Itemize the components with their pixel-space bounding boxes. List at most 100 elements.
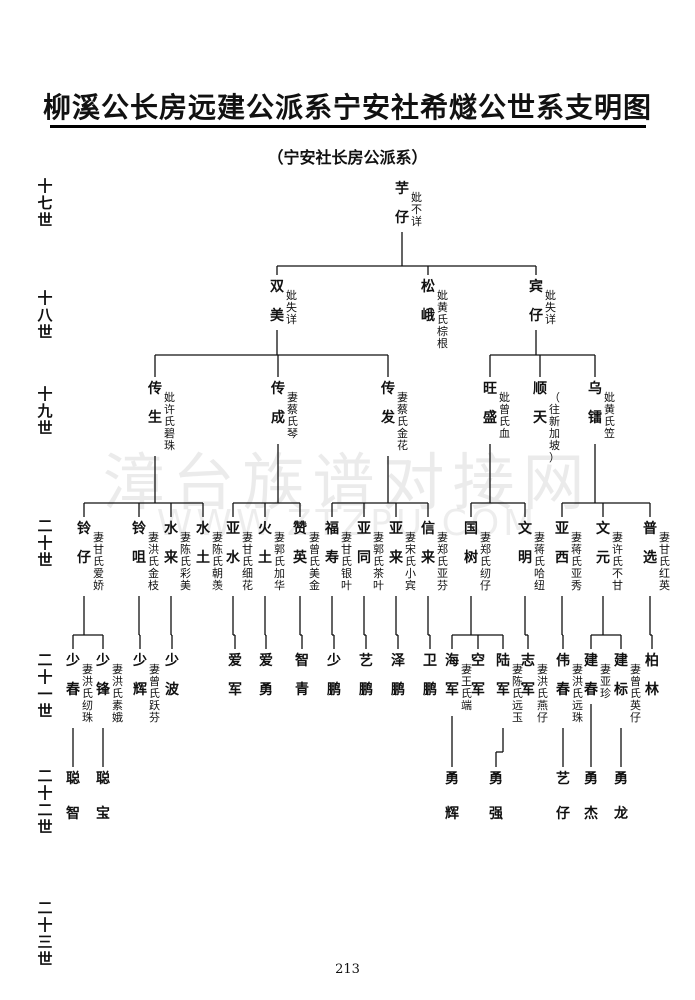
person-name-char: 标 [614,682,628,698]
spouse-label: 妻宋氏小宾 [405,531,416,592]
person-node: 水来 [162,520,180,568]
person-node: 乌镭 [586,380,604,428]
person-name-char: 军 [228,682,242,698]
person-name-char: 艺 [359,653,373,669]
person-node: 亚水 [224,520,242,568]
spouse-label: 妣许氏碧珠 [164,391,175,452]
person-name-char: 建 [584,653,598,669]
person-name-char: 柏 [645,653,659,669]
person-name-char: 海 [445,653,459,669]
spouse-label: 妻蔡氏金花 [397,391,408,452]
person-name-char: 波 [165,682,179,698]
person-name-char: 军 [471,682,485,698]
person-name-char: 亚 [555,521,569,537]
person-name-char: 传 [381,381,395,397]
person-name-char: 少 [327,653,341,669]
person-node: 勇龙 [612,770,630,824]
person-node: 铃仔 [75,520,93,568]
person-node: 亚西 [553,520,571,568]
person-name-char: 双 [270,279,284,295]
spouse-label: 妻甘氏爱娇 [93,531,104,592]
person-name-char: 艺 [556,771,570,787]
person-name-char: 春 [556,682,570,698]
spouse-label: 妻陈氏彩美 [180,531,191,592]
person-node: 少鹏 [325,652,343,700]
person-name-char: 选 [643,550,657,566]
person-name-char: 少 [66,653,80,669]
person-name-char: 顺 [533,381,547,397]
person-name-char: 少 [133,653,147,669]
person-name-char: 军 [445,682,459,698]
person-node: 艺仔 [554,770,572,824]
person-name-char: 赞 [293,521,307,537]
spouse-label: 妻甘氏银叶 [341,531,352,592]
person-name-char: 树 [464,550,478,566]
person-name-char: 杰 [584,806,598,822]
person-node: 勇杰 [582,770,600,824]
person-name-char: 水 [226,550,240,566]
person-name-char: 成 [271,410,285,426]
person-node: 空军 [469,652,487,700]
person-node: 信来 [419,520,437,568]
spouse-label: 妻王氏端 [461,663,472,712]
spouse-label: 妻洪氏远珠 [572,663,583,724]
person-name-char: 福 [325,521,339,537]
person-name-char: 锋 [96,682,110,698]
person-node: 勇强 [487,770,505,824]
person-name-char: 亚 [357,521,371,537]
person-name-char: 镭 [588,410,602,426]
person-name-char: 伟 [556,653,570,669]
person-node: 传发 [379,380,397,428]
spouse-label: 妻甘氏红英 [659,531,670,592]
person-node: 传生 [146,380,164,428]
person-name-char: 勇 [259,682,273,698]
person-name-char: 宾 [529,279,543,295]
person-node: 少辉 [131,652,149,700]
person-node: 传成 [269,380,287,428]
person-name-char: 卫 [423,653,437,669]
person-name-char: 爱 [228,653,242,669]
person-name-char: 水 [164,521,178,537]
person-name-char: 铃 [77,521,91,537]
person-node: 松峨 [419,278,437,326]
person-node: 文明 [516,520,534,568]
page-title: 柳溪公长房远建公派系宁安社希燧公世系支明图 [42,91,652,124]
person-name-char: 强 [489,806,503,822]
person-name-char: 龙 [614,806,628,822]
spouse-label: 妻郑氏纫仔 [480,531,491,592]
person-node: 勇辉 [443,770,461,824]
person-name-char: 寿 [325,550,339,566]
person-node: 爱军 [226,652,244,700]
person-name-char: 英 [293,550,307,566]
generation-label: 十八世 [37,289,53,341]
spouse-label: 妣黄氏笠 [604,391,615,440]
person-node: 少春 [64,652,82,700]
person-node: 铃咀 [130,520,148,568]
person-name-char: 青 [295,682,309,698]
person-name-char: 西 [555,550,569,566]
person-name-char: 智 [295,653,309,669]
person-name-char: 生 [148,410,162,426]
person-name-char: 宝 [96,806,110,822]
person-name-char: 陆 [496,653,510,669]
person-name-char: 建 [614,653,628,669]
spouse-label: 妣黄氏棕根 [437,289,448,350]
person-name-char: 空 [471,653,485,669]
person-name-char: 土 [196,550,210,566]
person-node: 芋仔 [393,180,411,228]
person-name-char: 发 [381,410,395,426]
person-name-char: 勇 [489,771,503,787]
spouse-label: 妻洪氏金枝 [148,531,159,592]
spouse-label: 妣不详 [411,191,422,228]
person-name-char: 辉 [445,806,459,822]
person-name-char: 春 [66,682,80,698]
person-name-char: 水 [196,521,210,537]
person-name-char: 仔 [556,806,570,822]
generation-label: 二十二世 [37,767,53,836]
person-node: 亚同 [355,520,373,568]
person-node: 志军 [519,652,537,700]
person-node: 水土 [194,520,212,568]
person-name-char: 同 [357,550,371,566]
person-name-char: 亚 [226,521,240,537]
